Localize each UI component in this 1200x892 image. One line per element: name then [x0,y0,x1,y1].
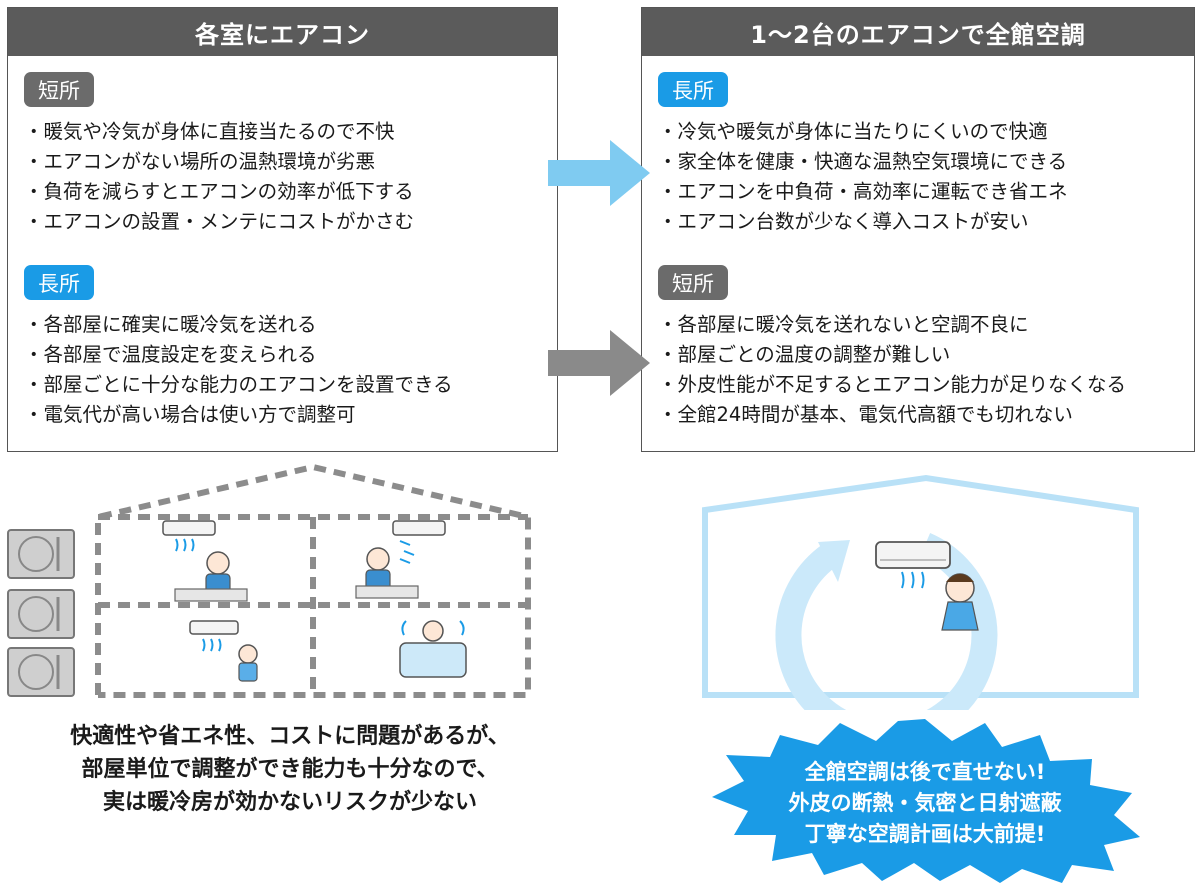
list-item: ・エアコン台数が少なく導入コストが安い [658,210,1029,233]
individual-ac-title: 各室にエアコン [8,8,557,56]
gray-arrow-icon [548,330,650,396]
list-item: ・負荷を減らすとエアコンの効率が低下する [24,180,414,203]
list-item: ・冷気や暖気が身体に当たりにくいので快適 [658,120,1048,143]
whole-house-ac-illustration [702,474,1139,710]
bathtub-icon [399,620,467,678]
house-outline [702,474,1139,698]
warning-burst-icon [712,719,1140,883]
individual-ac-summary: 快適性や省エネ性、コストに問題があるが、 部屋単位で調整ができ能力も十分なので、… [40,720,540,819]
caption-line: 快適性や省エネ性、コストに問題があるが、 [70,724,510,749]
list-item: ・エアコンがない場所の温熱環境が劣悪 [24,150,376,173]
list-item: ・部屋ごとの温度の調整が難しい [658,343,951,366]
list-item: ・エアコンを中負荷・高効率に運転でき省エネ [658,180,1068,203]
warning-line: 丁寧な空調計画は大前提! [804,822,1046,846]
list-item: ・部屋ごとに十分な能力のエアコンを設置できる [24,373,453,396]
room-ac-unit-icon [355,520,446,599]
dashed-house-outline [95,463,531,698]
blue-arrow-icon [548,140,650,206]
room-ac-unit-icon [189,620,258,682]
individual-ac-panel: 各室にエアコン 短所 ・暖気や冷気が身体に直接当たるので不快 ・エアコンがない場… [7,7,558,452]
list-item: ・各部屋に暖冷気を送れないと空調不良に [658,313,1029,336]
individual-ac-house-illustration [7,463,531,698]
outdoor-unit-icon [7,529,75,697]
air-circulation-icon [775,533,998,710]
individual-ac-pros-list: ・各部屋に確実に暖冷気を送れる ・各部屋で温度設定を変えられる ・部屋ごとに十分… [24,310,453,430]
ac-unit-icon [875,541,951,589]
whole-house-ac-pros-list: ・冷気や暖気が身体に当たりにくいので快適 ・家全体を健康・快適な温熱空気環境にで… [658,117,1068,237]
whole-house-ac-cons-list: ・各部屋に暖冷気を送れないと空調不良に ・部屋ごとの温度の調整が難しい ・外皮性… [658,310,1126,430]
pros-badge: 長所 [658,72,728,107]
warning-line: 全館空調は後で直せない! [804,760,1046,784]
list-item: ・家全体を健康・快適な温熱空気環境にできる [658,150,1068,173]
list-item: ・全館24時間が基本、電気代高額でも切れない [658,403,1073,426]
list-item: ・電気代が高い場合は使い方で調整可 [24,403,356,426]
caption-line: 実は暖冷房が効かないリスクが少ない [102,790,477,815]
cons-badge: 短所 [658,265,728,300]
whole-house-ac-panel: 1〜2台のエアコンで全館空調 長所 ・冷気や暖気が身体に当たりにくいので快適 ・… [641,7,1195,452]
list-item: ・暖気や冷気が身体に直接当たるので不快 [24,120,395,143]
room-ac-unit-icon [162,520,248,602]
whole-house-ac-title: 1〜2台のエアコンで全館空調 [642,8,1194,56]
list-item: ・外皮性能が不足するとエアコン能力が足りなくなる [658,373,1127,396]
list-item: ・エアコンの設置・メンテにコストがかさむ [24,210,415,233]
caption-line: 部屋単位で調整ができ能力も十分なので、 [81,757,499,782]
whole-house-ac-warning: 全館空調は後で直せない! 外皮の断熱・気密と日射遮蔽 丁寧な空調計画は大前提! [725,757,1125,850]
pros-badge: 長所 [24,265,94,300]
warning-line: 外皮の断熱・気密と日射遮蔽 [788,791,1062,815]
cons-badge: 短所 [24,72,94,107]
list-item: ・各部屋で温度設定を変えられる [24,343,317,366]
list-item: ・各部屋に確実に暖冷気を送れる [24,313,317,336]
child-icon [941,573,979,631]
individual-ac-cons-list: ・暖気や冷気が身体に直接当たるので不快 ・エアコンがない場所の温熱環境が劣悪 ・… [24,117,414,237]
